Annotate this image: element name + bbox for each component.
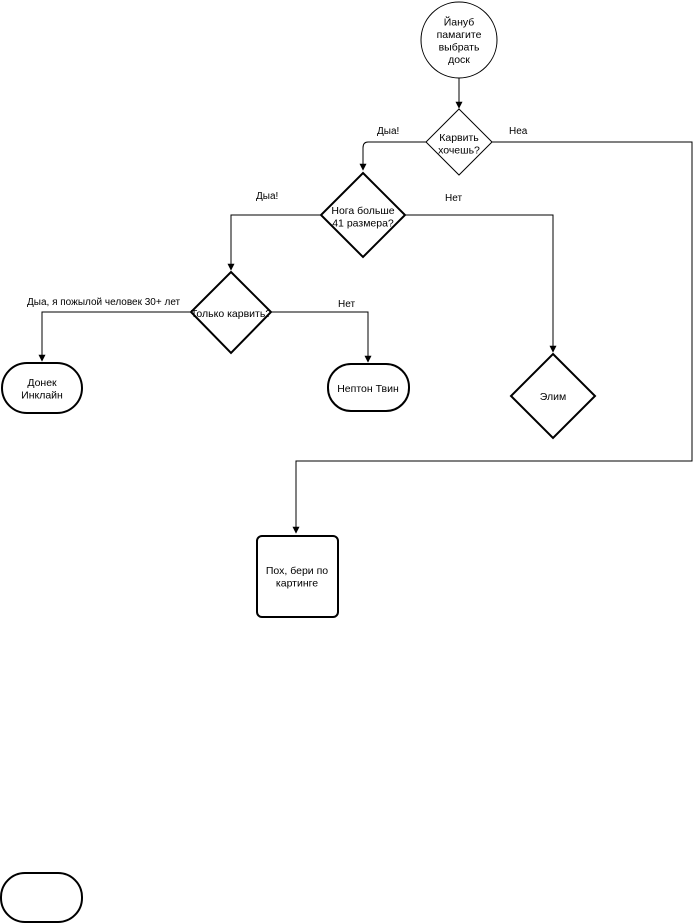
edge-carve-yes bbox=[359, 141, 426, 171]
r-elim-label-line: Элим bbox=[540, 391, 566, 403]
r-donek-label-line: Донек bbox=[27, 377, 57, 389]
result-nepton-node[interactable] bbox=[327, 363, 410, 412]
result-donek-node[interactable] bbox=[1, 362, 83, 414]
edge-leg-yes bbox=[227, 214, 322, 271]
r-nepton-label-line: Нептон Твин bbox=[337, 383, 399, 395]
start-label-line: выбрать bbox=[439, 41, 480, 53]
edge-label-carve-yes: Дыа! bbox=[377, 126, 399, 137]
edge-label-carve-no: Неа bbox=[509, 126, 528, 137]
q-carve-label-line: хочешь? bbox=[438, 144, 480, 156]
q-leg-label-line: 41 размера? bbox=[332, 217, 394, 229]
edge-label-only-no: Нет bbox=[338, 299, 355, 310]
decision-only-carve-node[interactable] bbox=[189, 270, 273, 355]
r-elim-label: Элим bbox=[540, 391, 566, 403]
q-only-label-line: Только карвить? bbox=[191, 308, 271, 320]
edge-only-no bbox=[271, 311, 372, 363]
edge-leg-no bbox=[404, 214, 557, 353]
start-circle-node[interactable] bbox=[420, 1, 498, 79]
edge-label-only-yes: Дыа, я пожылой человек 30+ лет bbox=[27, 297, 181, 308]
result-elim-node[interactable] bbox=[509, 352, 597, 440]
q-carve-label-line: Карвить bbox=[439, 132, 479, 144]
r-karting-label-line: Пох, бери по bbox=[266, 565, 328, 577]
edge-label-leg-no: Нет bbox=[445, 193, 462, 204]
start-label-line: Йануб bbox=[444, 15, 475, 28]
edge-carve-no bbox=[292, 141, 693, 534]
start-label-line: доск bbox=[448, 54, 470, 66]
edge-only-yes bbox=[38, 311, 192, 362]
nodes bbox=[0, 1, 597, 923]
decision-carve-node[interactable] bbox=[425, 108, 493, 176]
r-donek-label-line: Инклайн bbox=[21, 389, 63, 401]
r-nepton-label: Нептон Твин bbox=[337, 383, 399, 395]
q-only-label: Только карвить? bbox=[191, 308, 271, 320]
q-leg-label-line: Нога больше bbox=[331, 205, 394, 217]
r-karting-label-line: картинге bbox=[276, 577, 318, 589]
start-label-line: памагите bbox=[437, 29, 482, 41]
decision-leg-node[interactable] bbox=[319, 171, 407, 259]
empty-terminal-node[interactable] bbox=[0, 872, 83, 923]
result-karting-node[interactable] bbox=[256, 535, 339, 618]
edge-label-leg-yes: Дыа! bbox=[256, 191, 278, 202]
edge-labels: Дыа! Неа Дыа! Нет Дыа, я пожылой человек… bbox=[27, 126, 528, 310]
connectors bbox=[38, 78, 693, 534]
